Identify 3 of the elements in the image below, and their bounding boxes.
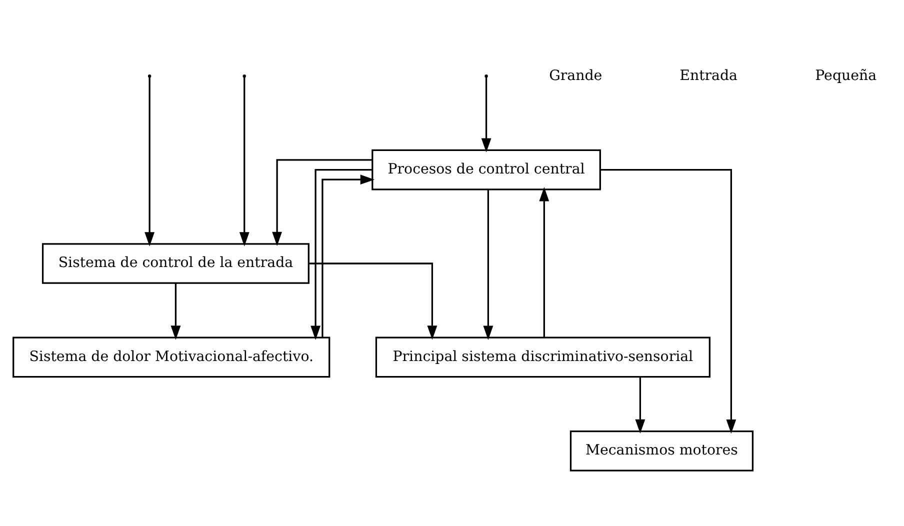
label: Pequeña (814, 67, 876, 84)
label: Grande (548, 67, 602, 84)
label: Entrada (679, 67, 738, 84)
